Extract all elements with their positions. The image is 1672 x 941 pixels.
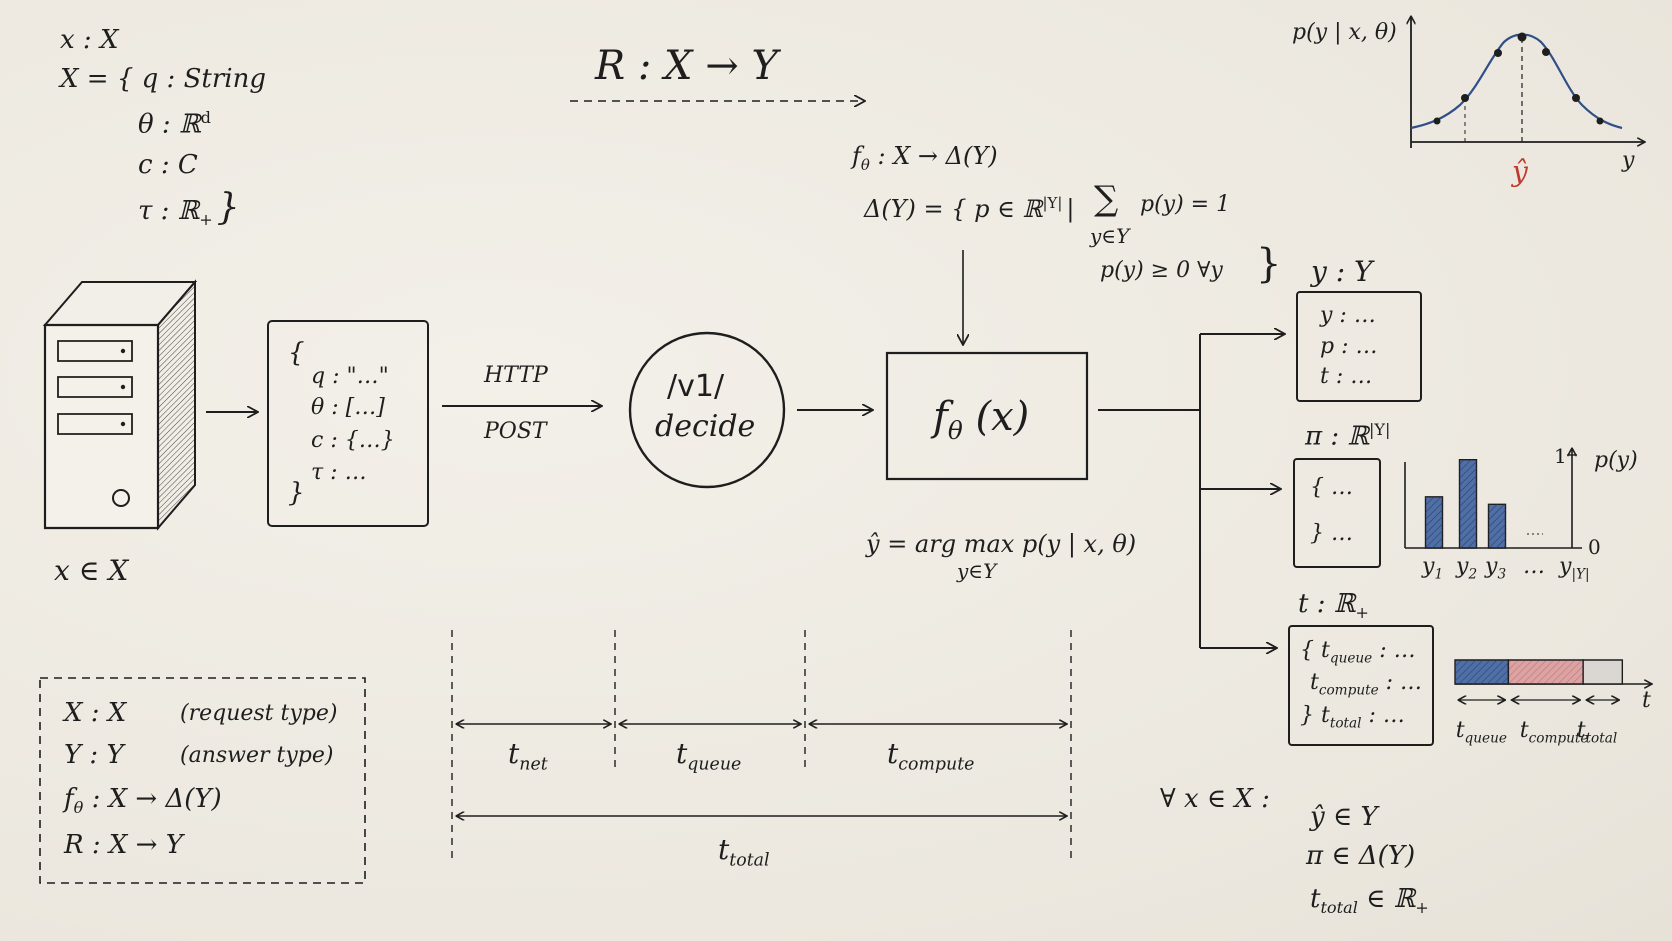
legend-box: [40, 678, 365, 883]
y-output-box: [1297, 292, 1421, 401]
t-output-type: t : ℝ+: [1298, 589, 1369, 623]
request-close-brace: }: [288, 478, 305, 508]
t-field-compute: tcompute : …: [1310, 670, 1423, 699]
forall-lhs: ∀ x ∈ X :: [1160, 784, 1270, 814]
bar-category-0: y1: [1422, 554, 1444, 583]
post-label: POST: [484, 419, 547, 444]
fanout-connector: [1098, 334, 1200, 648]
bar-tick-zero: 0: [1588, 535, 1601, 559]
timing-markers: [452, 630, 1071, 862]
timebar-hatch-compute: [1508, 660, 1584, 684]
delta-definition: Δ(Y) = { p ∈ ℝ|Y||: [864, 194, 1075, 223]
legend-R-sym: R : X → Y: [64, 830, 183, 860]
legend-Y-sym: Y : Y: [64, 740, 124, 770]
bar-category-2: y3: [1485, 554, 1507, 583]
model-label: fθ (x): [933, 394, 1030, 445]
t-net-label: tnet: [508, 737, 548, 775]
legend-X-desc: (request type): [180, 701, 338, 726]
legend-Y-desc: (answer type): [180, 743, 334, 768]
f-signature: fθ : X → Δ(Y): [852, 142, 998, 174]
pi-output-type: π : ℝ|Y|: [1305, 420, 1391, 452]
nonneg-constraint: p(y) ≥ 0 ∀y: [1100, 258, 1223, 283]
timebar-label-compute: tcompute: [1519, 718, 1589, 747]
pi-output-box: [1294, 459, 1380, 567]
dist-xlabel: y: [1622, 148, 1635, 173]
t-compute-label: tcompute: [887, 737, 975, 775]
bar-hatch-y1: [1425, 496, 1443, 548]
time-bar: [1455, 660, 1652, 700]
pi-field-close: } …: [1310, 521, 1353, 546]
y-field-t: t : …: [1320, 364, 1373, 389]
bar-category-1: y2: [1456, 554, 1478, 583]
request-q: q : "…": [311, 364, 389, 389]
endpoint-line1: /v1/: [667, 369, 725, 404]
endpoint-line2: decide: [655, 409, 756, 444]
client-label: x ∈ X: [54, 554, 129, 587]
t-field-queue: { tqueue : …: [1300, 638, 1416, 667]
request-c: c : {…}: [311, 428, 395, 453]
forall-ttotal: ttotal ∈ ℝ+: [1310, 884, 1429, 918]
legend-X-sym: X : X: [64, 698, 127, 728]
sum-index: y∈Y: [1090, 224, 1130, 248]
t-field-total: } ttotal : …: [1300, 703, 1405, 732]
request-box: [268, 321, 428, 526]
timebar-axis-label: t: [1642, 688, 1651, 713]
r-mapping-title: R : X → Y: [595, 43, 778, 89]
endpoint-circle: [630, 333, 784, 487]
y-field-p: p : …: [1320, 334, 1378, 359]
sum-symbol: ∑: [1094, 179, 1119, 219]
bar-category-4: y|Y|: [1559, 554, 1590, 583]
bar-hatch-y2: [1459, 459, 1477, 548]
x-type-decl: x : X: [60, 25, 119, 55]
y-output-type: y : Y: [1311, 255, 1373, 288]
timebar-label-total: ttotal: [1576, 718, 1618, 747]
bar-tick-top: 1: [1554, 444, 1567, 468]
t-output-box: [1289, 626, 1433, 745]
y-field-y: y : …: [1320, 303, 1376, 328]
forall-pi: π ∈ Δ(Y): [1306, 841, 1416, 871]
forall-yhat: ŷ ∈ Y: [1310, 802, 1378, 832]
pi-field-open: { …: [1310, 475, 1353, 500]
timebar-label-queue: tqueue: [1455, 718, 1507, 747]
bar-category-3: …: [1523, 554, 1545, 579]
theta-decl: θ : ℝd: [138, 108, 211, 140]
bar-hatch-y3: [1488, 504, 1506, 548]
argmax-index: y∈Y: [957, 559, 997, 583]
distribution-chart: [1411, 16, 1645, 148]
sum-rhs: p(y) = 1: [1140, 192, 1231, 217]
bar-ylabel: p(y): [1594, 448, 1638, 473]
c-decl: c : C: [138, 150, 198, 180]
request-tau: τ : …: [311, 460, 367, 485]
request-theta: θ : […]: [311, 395, 385, 420]
dist-peak-label: ŷ: [1512, 155, 1528, 188]
t-queue-label: tqueue: [676, 737, 742, 775]
legend-f-sym: fθ : X → Δ(Y): [64, 784, 222, 818]
dist-ylabel: p(y | x, θ): [1292, 20, 1397, 45]
delta-close-brace: }: [1256, 241, 1282, 287]
request-open-brace: {: [288, 338, 305, 368]
t-total-label: ttotal: [718, 833, 770, 871]
tau-decl: τ : ℝ+}: [138, 187, 240, 230]
http-label: HTTP: [484, 363, 548, 388]
timebar-seg-total: [1583, 660, 1622, 684]
timebar-segments: [1455, 660, 1622, 700]
model-box: [887, 353, 1087, 479]
server-icon: [45, 282, 195, 528]
bars-group: [1426, 460, 1544, 548]
argmax-expression: ŷ = arg max p(y | x, θ): [866, 530, 1137, 558]
X-record-head: X = { q : String: [60, 64, 266, 94]
bar-chart: [1405, 448, 1582, 548]
timebar-hatch-queue: [1455, 660, 1509, 684]
